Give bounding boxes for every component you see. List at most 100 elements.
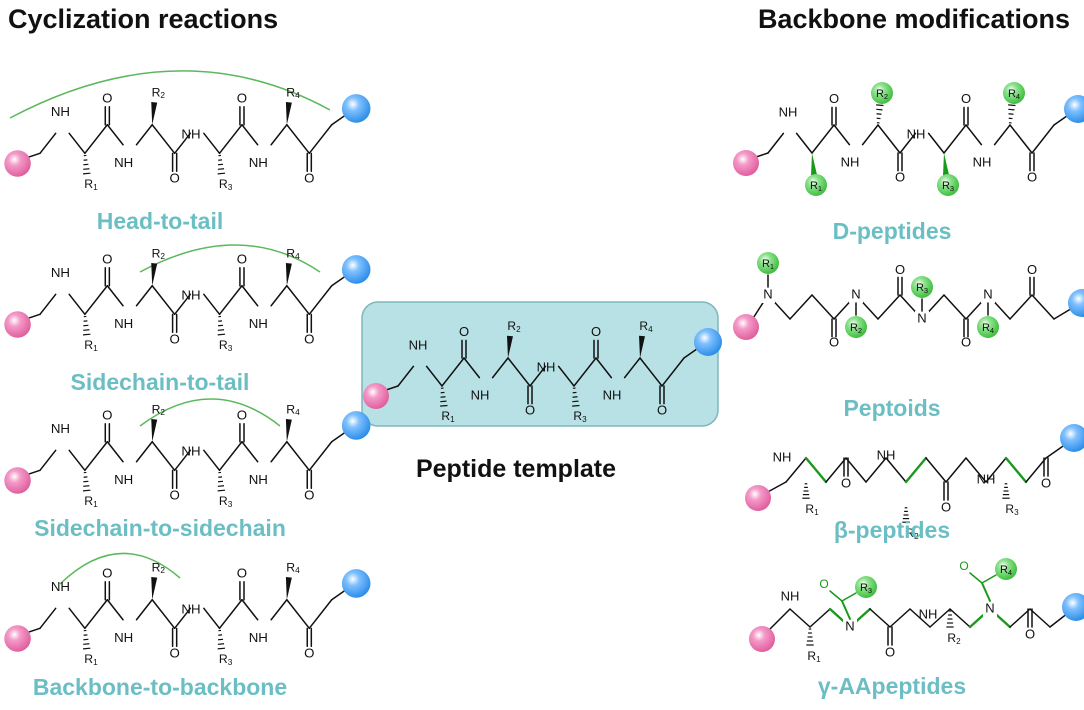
- bond: [106, 124, 124, 146]
- bond: [135, 124, 153, 146]
- acyl-bond: [981, 582, 991, 602]
- oxygen-label: O: [961, 335, 971, 350]
- bond: [639, 357, 663, 387]
- beta-peptides-caption: β-peptides: [833, 517, 951, 543]
- sidechain-to-sidechain-caption: Sidechain-to-sidechain: [34, 515, 286, 541]
- bond: [151, 599, 176, 630]
- side-chain-bond: [507, 335, 513, 358]
- bond: [218, 124, 243, 155]
- bond: [39, 607, 57, 630]
- side-chain-bond: [285, 577, 292, 600]
- side-chain-bond: [83, 643, 90, 645]
- bond: [106, 599, 124, 621]
- side-chain-label: R4: [286, 560, 300, 575]
- bond: [241, 124, 259, 146]
- bond: [308, 441, 333, 472]
- side-chain-label: R2: [152, 85, 166, 100]
- side-chain-bond: [285, 419, 292, 442]
- side-group-r2-label: R2: [876, 88, 888, 101]
- end-bead: [1060, 424, 1084, 452]
- bond: [833, 124, 851, 146]
- bond: [925, 457, 947, 483]
- side-chain-label: R2: [152, 402, 166, 417]
- oxygen-label: O: [1027, 170, 1037, 185]
- oxygen-label: O: [237, 565, 247, 580]
- bond: [623, 357, 641, 379]
- side-chain-bond: [217, 489, 226, 492]
- bond: [529, 365, 547, 387]
- acyl-bond: [969, 572, 983, 584]
- amine-label: NH: [537, 359, 556, 374]
- d-peptides-caption: D-peptides: [832, 218, 952, 244]
- side-chain-bond: [876, 104, 884, 107]
- bond: [39, 132, 57, 155]
- side-chain-bond: [217, 333, 226, 336]
- oxygen-label: O: [102, 407, 112, 422]
- bond: [84, 124, 109, 155]
- bond: [811, 294, 835, 320]
- side-chain-bond: [1008, 108, 1015, 111]
- amine-label: NH: [471, 387, 490, 402]
- side-chain-label: R4: [286, 402, 300, 417]
- amine-label: NH: [181, 287, 200, 302]
- side-group-r4-bead: [995, 558, 1017, 580]
- side-chain-bond: [217, 647, 226, 650]
- amine-label: NH: [919, 606, 938, 621]
- nitrogen-label: N: [763, 286, 772, 301]
- oxygen-label: O: [657, 403, 667, 418]
- bond: [84, 441, 109, 472]
- head-to-tail-linker: [9, 70, 331, 119]
- side-group-r4-label: R4: [982, 322, 994, 335]
- start-bead: [4, 467, 31, 494]
- side-chain-bond: [876, 108, 883, 111]
- bond: [39, 293, 57, 316]
- bond: [203, 132, 221, 155]
- amine-label: NH: [114, 155, 133, 170]
- bond: [1029, 608, 1051, 628]
- sidechain-to-tail-linker: [139, 244, 321, 273]
- side-chain-label: R2: [152, 246, 166, 261]
- amine-label: NH: [781, 588, 800, 603]
- bond: [203, 607, 221, 630]
- oxygen-label: O: [591, 324, 601, 339]
- oxygen-label: O: [829, 91, 839, 106]
- side-chain-bond: [217, 329, 225, 331]
- bond: [441, 357, 465, 387]
- side-chain-bond: [1008, 104, 1016, 107]
- amine-label: NH: [181, 126, 200, 141]
- bond: [1009, 608, 1031, 628]
- side-chain-bond: [572, 404, 580, 407]
- oxygen-label: O: [237, 90, 247, 105]
- side-group-r4-label: R4: [1008, 88, 1020, 101]
- peptide-template-caption: Peptide template: [415, 455, 617, 483]
- side-chain-bond: [811, 153, 817, 176]
- bond: [811, 124, 835, 154]
- side-chain-bond: [82, 333, 91, 336]
- bond: [218, 285, 243, 316]
- oxygen-label: O: [819, 577, 828, 591]
- side-chain-bond: [217, 172, 226, 175]
- oxygen-label: O: [841, 475, 851, 490]
- bond: [789, 608, 811, 628]
- amine-label: NH: [249, 472, 268, 487]
- amine-label: NH: [181, 601, 200, 616]
- bond: [106, 285, 124, 307]
- start-bead: [363, 383, 389, 409]
- side-chain-bond: [440, 400, 447, 403]
- end-bead: [341, 94, 371, 123]
- side-group-r2-bead: [845, 316, 867, 338]
- amine-label: NH: [409, 337, 428, 352]
- amine-label: NH: [51, 265, 70, 280]
- bond: [899, 132, 917, 154]
- amine-label: NH: [877, 447, 896, 462]
- oxygen-label: O: [525, 403, 535, 418]
- start-bead: [4, 311, 31, 338]
- side-group-r3-bead: [937, 174, 959, 196]
- bond: [286, 124, 311, 155]
- amine-label: NH: [773, 449, 792, 464]
- amine-label: NH: [249, 155, 268, 170]
- bond: [84, 285, 109, 316]
- bond: [308, 599, 333, 630]
- end-bead: [341, 255, 371, 284]
- bond: [173, 132, 192, 155]
